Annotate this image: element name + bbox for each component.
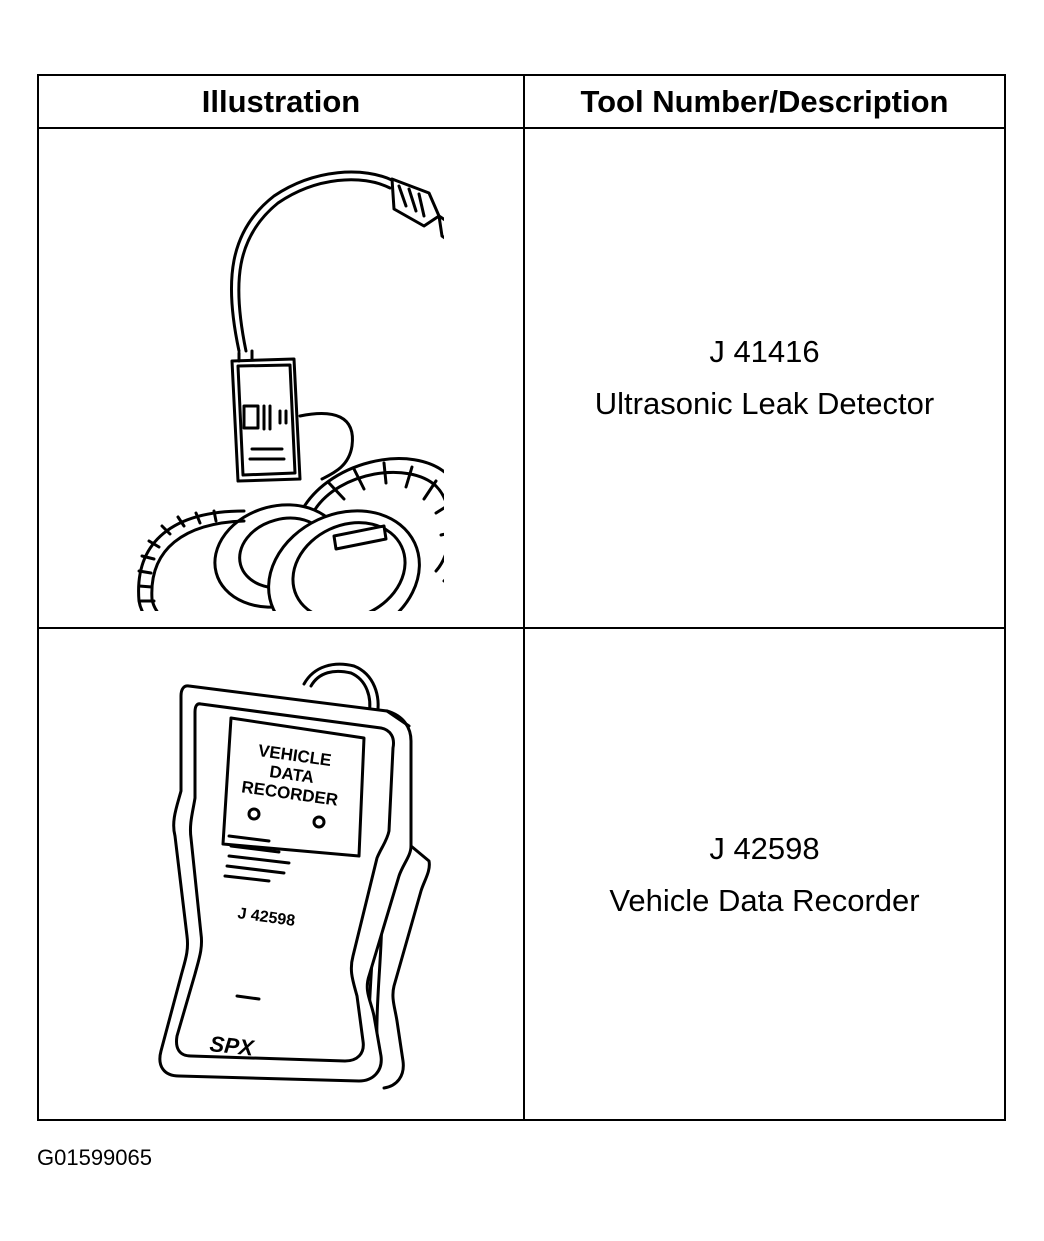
vehicle-data-recorder-drawing: VEHICLE DATA RECORDER J 42598 SPX: [158, 662, 431, 1090]
tool-number: J 42598: [709, 831, 820, 866]
illustration-header: Illustration: [201, 84, 361, 119]
tool-row-1: J 41416 Ultrasonic Leak Detector: [525, 129, 1004, 627]
tool-description: Vehicle Data Recorder: [609, 883, 920, 918]
tool-table: Illustration Tool Number/Description: [37, 74, 1006, 1121]
tool-description: Ultrasonic Leak Detector: [594, 386, 935, 421]
tool-number: J 41416: [709, 334, 820, 369]
device-brand-logo: SPX: [208, 1031, 256, 1061]
tool-row-2: J 42598 Vehicle Data Recorder: [525, 629, 1004, 1121]
figure-id: G01599065: [37, 1145, 152, 1170]
description-header: Tool Number/Description: [580, 84, 949, 119]
column-divider: [523, 76, 525, 1119]
ultrasonic-leak-detector-drawing: [137, 170, 444, 611]
header-divider: [39, 127, 1004, 129]
row-divider: [39, 627, 1004, 629]
